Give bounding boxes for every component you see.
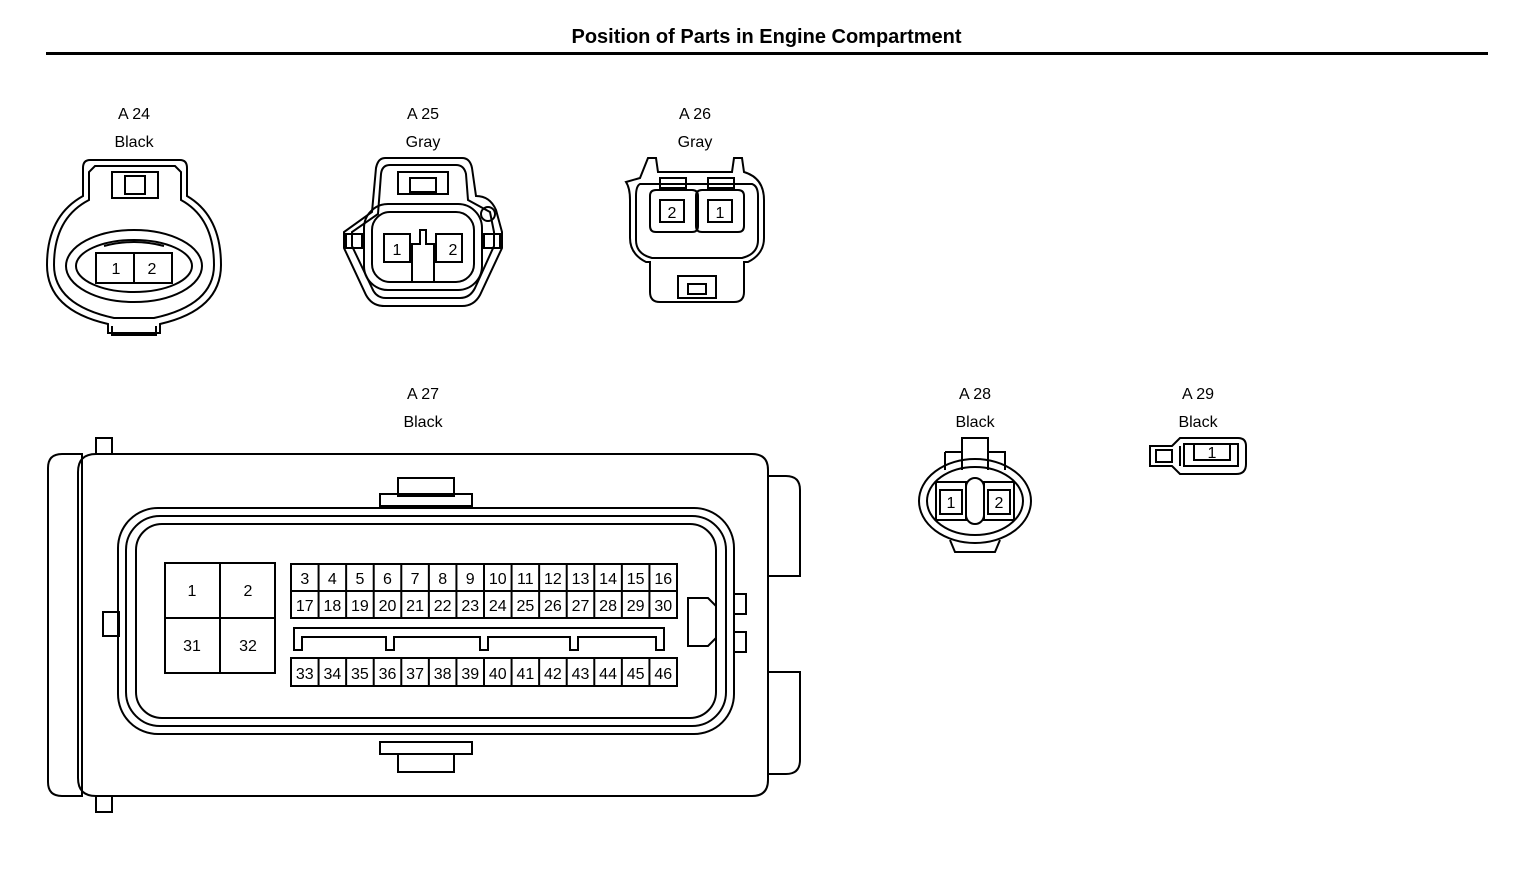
a29-pin-1: 1 xyxy=(1208,445,1217,462)
a27-pin-10: 10 xyxy=(489,571,507,588)
a27-pin-24: 24 xyxy=(489,598,507,615)
a27-pin-6: 6 xyxy=(383,571,392,588)
a27-pin-1: 1 xyxy=(188,583,197,600)
a27-pin-30: 30 xyxy=(654,598,672,615)
a27-pin-41: 41 xyxy=(516,666,534,683)
a27-pin-23: 23 xyxy=(461,598,479,615)
a27-pin-33: 33 xyxy=(296,666,314,683)
a29-color-label: Black xyxy=(1178,414,1218,431)
a25-color-label: Gray xyxy=(405,134,441,151)
a27-pin-21: 21 xyxy=(406,598,424,615)
connector-a25: 1 2 xyxy=(343,157,503,307)
connector-a24: 1 2 xyxy=(45,159,223,336)
a27-pin-5: 5 xyxy=(355,571,364,588)
a27-pin-18: 18 xyxy=(323,598,341,615)
a27-pin-42: 42 xyxy=(544,666,562,683)
a26-pin-2: 2 xyxy=(668,205,677,222)
a27-pin-34: 34 xyxy=(323,666,341,683)
a27-pin-17: 17 xyxy=(296,598,314,615)
a27-pin-46: 46 xyxy=(654,666,672,683)
a28-pin-1: 1 xyxy=(947,495,956,512)
a24-pin-1: 1 xyxy=(112,261,121,278)
a27-id-label: A 27 xyxy=(406,386,440,403)
a27-pin-25: 25 xyxy=(516,598,534,615)
a27-pin-27: 27 xyxy=(572,598,590,615)
a26-color-label: Gray xyxy=(677,134,713,151)
a27-pin-44: 44 xyxy=(599,666,617,683)
a27-pin-4: 4 xyxy=(328,571,337,588)
a27-pin-29: 29 xyxy=(627,598,645,615)
a27-pin-11: 11 xyxy=(517,571,534,588)
a25-id-label: A 25 xyxy=(406,106,440,123)
a28-id-label: A 28 xyxy=(958,386,992,403)
a27-pin-15: 15 xyxy=(627,571,645,588)
a27-pin-37: 37 xyxy=(406,666,424,683)
a27-pin-40: 40 xyxy=(489,666,507,683)
a27-pin-35: 35 xyxy=(351,666,369,683)
a27-pin-19: 19 xyxy=(351,598,369,615)
a27-pin-8: 8 xyxy=(438,571,447,588)
a29-id-label: A 29 xyxy=(1181,386,1215,403)
a24-color-label: Black xyxy=(114,134,154,151)
a27-pin-31: 31 xyxy=(183,638,201,655)
a28-pin-2: 2 xyxy=(995,495,1004,512)
a27-pin-20: 20 xyxy=(379,598,397,615)
a27-pin-22: 22 xyxy=(434,598,452,615)
a27-pin-14: 14 xyxy=(599,571,617,588)
a27-pin-36: 36 xyxy=(379,666,397,683)
connector-a28: 1 2 xyxy=(918,437,1032,553)
a26-pin-1: 1 xyxy=(716,205,725,222)
a25-pin-1: 1 xyxy=(393,242,402,259)
a24-id-label: A 24 xyxy=(117,106,151,123)
a25-pin-2: 2 xyxy=(449,242,458,259)
a28-color-label: Black xyxy=(955,414,995,431)
a27-pin-38: 38 xyxy=(434,666,452,683)
a24-pin-2: 2 xyxy=(148,261,157,278)
a27-pin-3: 3 xyxy=(300,571,309,588)
a27-pin-2: 2 xyxy=(244,583,253,600)
page-title: Position of Parts in Engine Compartment xyxy=(571,26,962,48)
a27-pin-7: 7 xyxy=(411,571,420,588)
title-rule xyxy=(46,52,1488,55)
a27-color-label: Black xyxy=(403,414,443,431)
a27-pin-grid xyxy=(317,564,651,686)
a27-pin-32: 32 xyxy=(239,638,257,655)
a27-pin-39: 39 xyxy=(461,666,479,683)
a27-pin-26: 26 xyxy=(544,598,562,615)
a27-pin-28: 28 xyxy=(599,598,617,615)
a27-pin-9: 9 xyxy=(466,571,475,588)
connector-a26: 2 1 xyxy=(624,157,765,303)
a27-pin-16: 16 xyxy=(654,571,672,588)
a27-pin-12: 12 xyxy=(544,571,562,588)
a26-id-label: A 26 xyxy=(678,106,712,123)
a27-pin-13: 13 xyxy=(572,571,590,588)
a27-pin-45: 45 xyxy=(627,666,645,683)
connector-a29: 1 xyxy=(1149,437,1247,475)
a27-pin-43: 43 xyxy=(572,666,590,683)
